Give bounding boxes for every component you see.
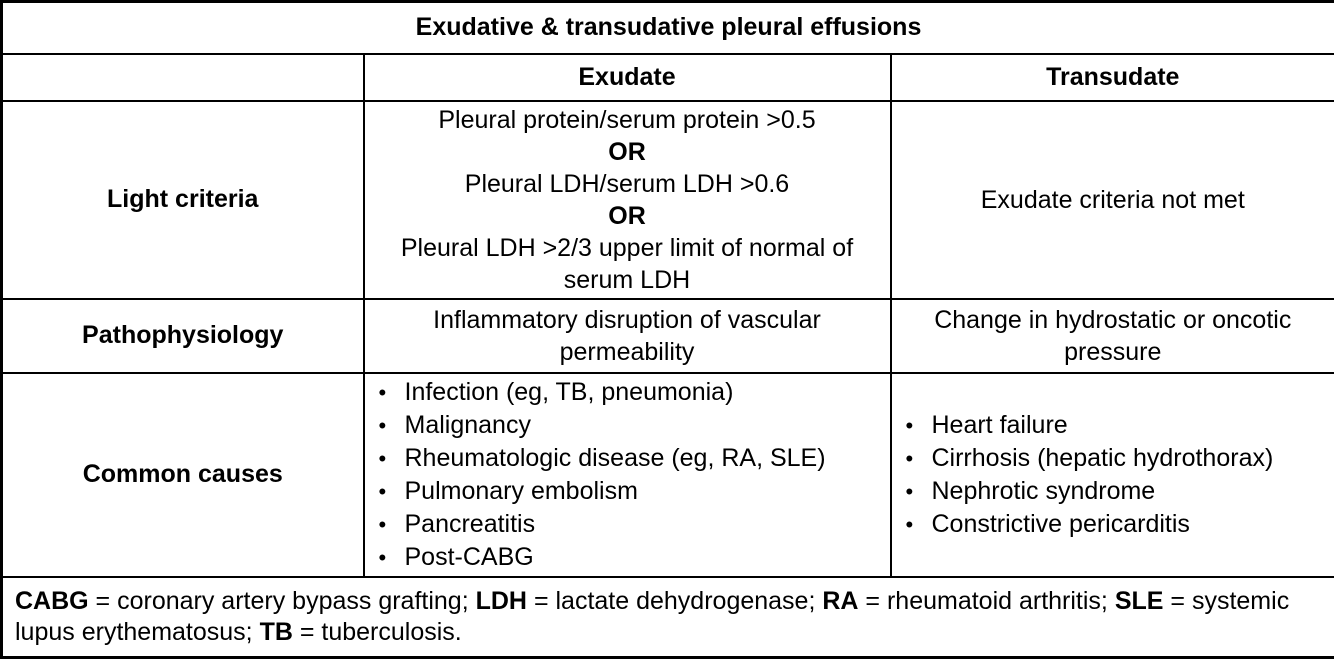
bullet-icon: • bbox=[373, 377, 405, 409]
bullet-icon: • bbox=[373, 443, 405, 475]
common-causes-exudate-cell: •Infection (eg, TB, pneumonia)•Malignanc… bbox=[364, 373, 891, 577]
list-item-text: Cirrhosis (hepatic hydrothorax) bbox=[932, 442, 1274, 474]
row-label-common-causes: Common causes bbox=[2, 373, 364, 577]
list-item-text: Post-CABG bbox=[405, 541, 534, 573]
list-item: •Pancreatitis bbox=[373, 508, 882, 541]
list-item-text: Pulmonary embolism bbox=[405, 475, 638, 507]
list-item: •Malignancy bbox=[373, 409, 882, 442]
list-item-text: Pancreatitis bbox=[405, 508, 536, 540]
exudate-causes-list: •Infection (eg, TB, pneumonia)•Malignanc… bbox=[373, 376, 882, 574]
bullet-icon: • bbox=[900, 410, 932, 442]
criteria-line: Pleural LDH >2/3 upper limit of normal o… bbox=[373, 232, 882, 296]
list-item-text: Constrictive pericarditis bbox=[932, 508, 1190, 540]
table-title: Exudative & transudative pleural effusio… bbox=[2, 2, 1334, 54]
pathophysiology-transudate-cell: Change in hydrostatic or oncotic pressur… bbox=[891, 299, 1334, 373]
criteria-line: Pleural protein/serum protein >0.5 bbox=[373, 104, 882, 136]
bullet-icon: • bbox=[900, 443, 932, 475]
row-label-pathophysiology: Pathophysiology bbox=[2, 299, 364, 373]
abbreviation: LDH bbox=[476, 587, 527, 615]
column-header-exudate: Exudate bbox=[364, 54, 891, 101]
list-item: •Pulmonary embolism bbox=[373, 475, 882, 508]
list-item: •Nephrotic syndrome bbox=[900, 475, 1327, 508]
criteria-line: OR bbox=[373, 200, 882, 232]
light-criteria-transudate-cell: Exudate criteria not met bbox=[891, 101, 1334, 299]
abbreviation: CABG bbox=[15, 587, 89, 615]
pleural-effusions-page: Exudative & transudative pleural effusio… bbox=[0, 0, 1334, 637]
abbreviation: SLE bbox=[1115, 587, 1164, 615]
list-item: •Rheumatologic disease (eg, RA, SLE) bbox=[373, 442, 882, 475]
list-item: •Constrictive pericarditis bbox=[900, 508, 1327, 541]
abbreviations-footnote: CABG = coronary artery bypass grafting; … bbox=[2, 577, 1334, 658]
list-item: •Heart failure bbox=[900, 409, 1327, 442]
column-header-transudate: Transudate bbox=[891, 54, 1334, 101]
abbreviation: RA bbox=[822, 587, 858, 615]
list-item-text: Nephrotic syndrome bbox=[932, 475, 1156, 507]
list-item: •Post-CABG bbox=[373, 541, 882, 574]
list-item-text: Infection (eg, TB, pneumonia) bbox=[405, 376, 734, 408]
bullet-icon: • bbox=[373, 476, 405, 508]
row-label-light-criteria: Light criteria bbox=[2, 101, 364, 299]
list-item-text: Rheumatologic disease (eg, RA, SLE) bbox=[405, 442, 826, 474]
bullet-icon: • bbox=[900, 509, 932, 541]
list-item: •Infection (eg, TB, pneumonia) bbox=[373, 376, 882, 409]
common-causes-transudate-cell: •Heart failure•Cirrhosis (hepatic hydrot… bbox=[891, 373, 1334, 577]
abbreviation: TB bbox=[260, 618, 293, 646]
pathophysiology-exudate-cell: Inflammatory disruption of vascular perm… bbox=[364, 299, 891, 373]
bullet-icon: • bbox=[373, 410, 405, 442]
bullet-icon: • bbox=[900, 476, 932, 508]
criteria-line: OR bbox=[373, 136, 882, 168]
list-item: •Cirrhosis (hepatic hydrothorax) bbox=[900, 442, 1327, 475]
list-item-text: Heart failure bbox=[932, 409, 1068, 441]
bullet-icon: • bbox=[373, 509, 405, 541]
list-item-text: Malignancy bbox=[405, 409, 531, 441]
bullet-icon: • bbox=[373, 542, 405, 574]
corner-cell bbox=[2, 54, 364, 101]
criteria-line: Pleural LDH/serum LDH >0.6 bbox=[373, 168, 882, 200]
transudate-causes-list: •Heart failure•Cirrhosis (hepatic hydrot… bbox=[900, 409, 1327, 541]
